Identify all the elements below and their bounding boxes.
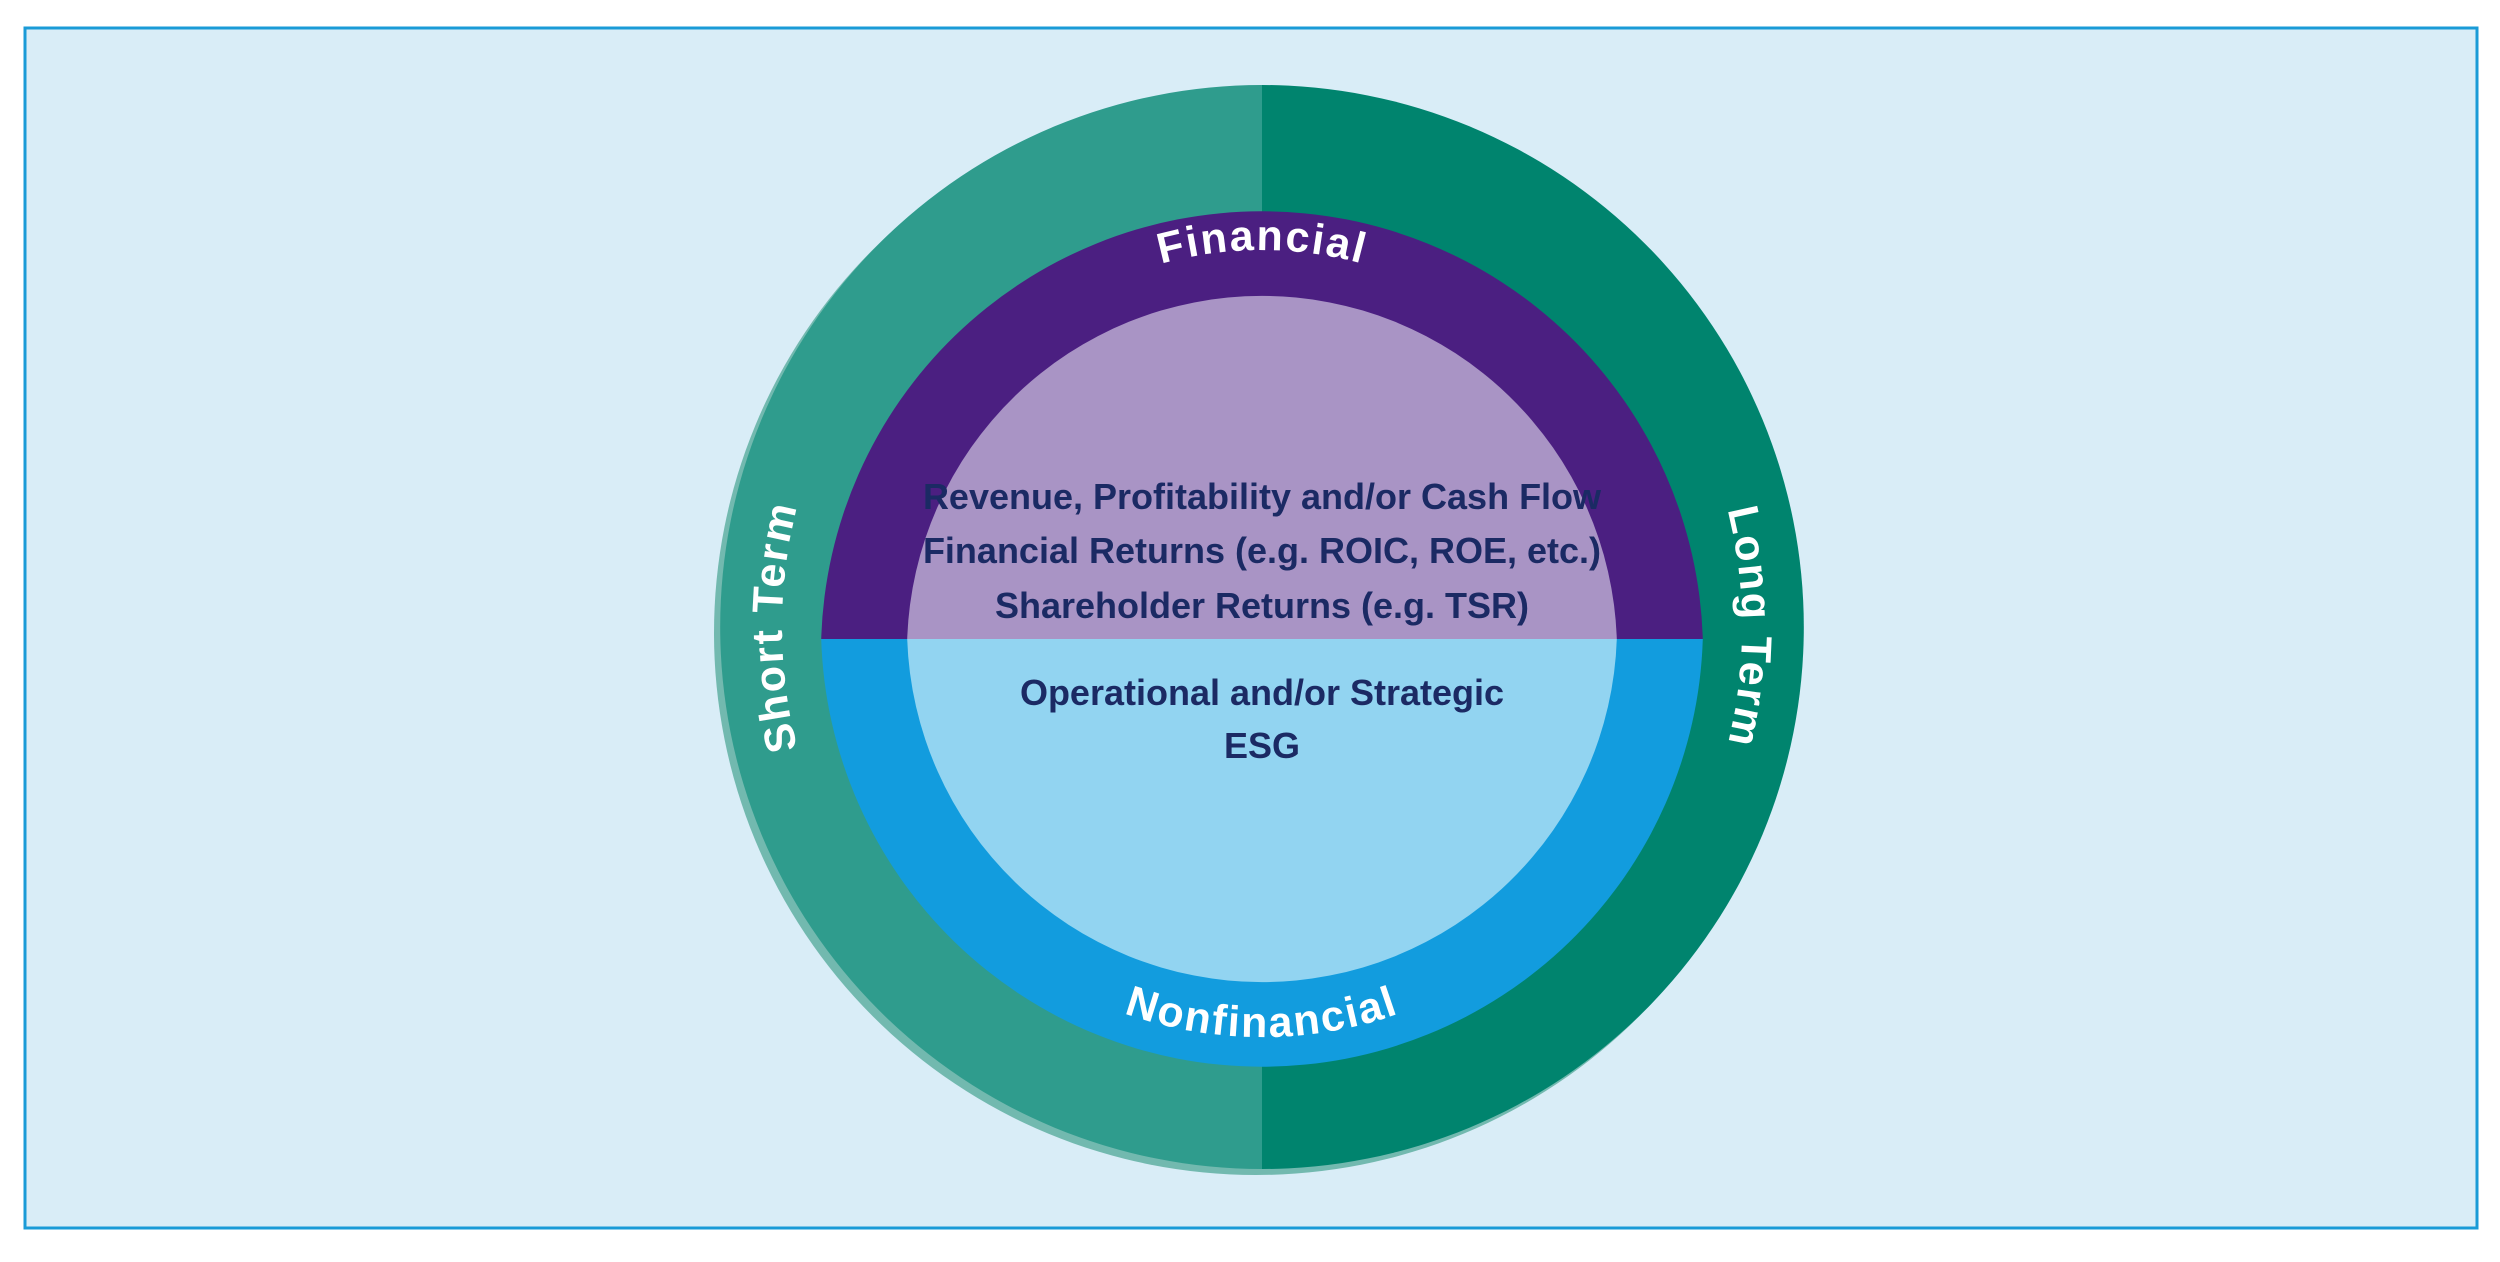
inner-top-line-3: Shareholder Returns (e.g. TSR) xyxy=(995,585,1529,626)
inner-circle-financial-half xyxy=(907,295,1617,639)
inner-bottom-line-2: ESG xyxy=(1224,725,1300,766)
inner-top-line-1: Revenue, Profitability and/or Cash Flow xyxy=(923,476,1602,517)
inner-top-line-2: Financial Returns (e.g. ROIC, ROE, etc.) xyxy=(923,530,1601,571)
inner-circle-nonfinancial-half xyxy=(907,639,1617,983)
inner-bottom-line-1: Operational and/or Strategic xyxy=(1020,672,1504,713)
